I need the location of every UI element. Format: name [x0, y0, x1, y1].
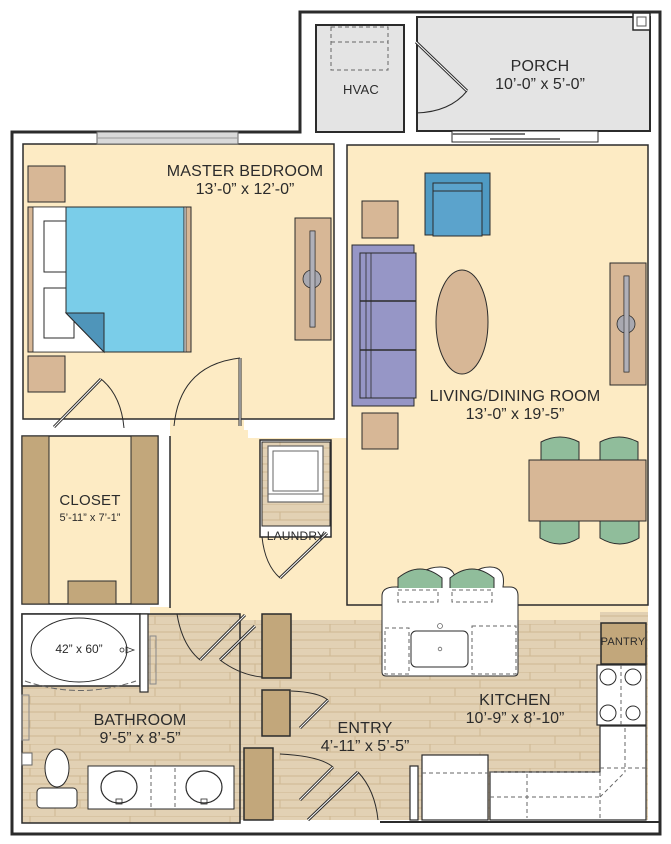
- label-master-bedroom: MASTER BEDROOM 13’-0” x 12’-0”: [150, 163, 340, 200]
- label-living-dining: LIVING/DINING ROOM 13’-0” x 19’-5”: [420, 388, 610, 425]
- hvac-room: [315, 24, 405, 133]
- room-name: ENTRY: [337, 720, 393, 737]
- label-bathroom: BATHROOM 9’-5” x 8’-5”: [85, 712, 195, 749]
- label-entry: ENTRY 4’-11” x 5’-5”: [310, 720, 420, 757]
- refrigerator-icon: [421, 754, 489, 821]
- room-name: CLOSET: [59, 492, 121, 509]
- bathtub-icon: [24, 617, 137, 691]
- room-dimensions: 5’-11” x 7’-1”: [59, 512, 121, 525]
- room-name: HVAC: [343, 82, 379, 97]
- room-name: PORCH: [510, 58, 570, 75]
- label-tub: 42” x 60”: [44, 642, 114, 657]
- label-hvac: HVAC: [326, 82, 396, 98]
- room-name: KITCHEN: [479, 692, 551, 709]
- room-dimensions: 13’-0” x 19’-5”: [465, 406, 565, 424]
- room-dimensions: 4’-11” x 5’-5”: [320, 738, 410, 756]
- label-kitchen: KITCHEN 10’-9” x 8’-10”: [445, 692, 585, 729]
- armchair-icon: [424, 172, 491, 237]
- porch: [414, 12, 651, 143]
- room-name: PANTRY: [600, 636, 646, 648]
- room-dimensions: 9’-5” x 8’-5”: [99, 730, 181, 748]
- label-closet: CLOSET 5’-11” x 7’-1”: [50, 492, 130, 525]
- bathroom: [21, 613, 263, 824]
- label-pantry: PANTRY: [598, 636, 648, 649]
- room-dimensions: 13’-0” x 12’-0”: [195, 181, 295, 199]
- vanity-icon: [87, 765, 235, 810]
- label-porch: PORCH 10’-0” x 5’-0”: [470, 58, 610, 95]
- kitchen-island-icon: [381, 566, 519, 677]
- laundry: [259, 439, 332, 580]
- room-name: BATHROOM: [93, 712, 187, 729]
- entry-closets: [243, 613, 379, 822]
- master-bedroom: [22, 131, 335, 420]
- stove-icon: [596, 664, 647, 726]
- room-name: LAUNDRY: [266, 529, 326, 543]
- washer-dryer-icon: [267, 445, 324, 503]
- room-dimensions: 10’-0” x 5’-0”: [495, 76, 585, 94]
- tv-console-icon: [609, 262, 647, 386]
- bed-icon: [27, 206, 192, 354]
- sofa-icon: [351, 244, 417, 407]
- room-name: MASTER BEDROOM: [166, 163, 324, 180]
- coffee-table-icon: [435, 269, 489, 375]
- tv-dresser-icon: [294, 217, 332, 341]
- label-laundry: LAUNDRY: [259, 529, 333, 544]
- hallway: [169, 357, 248, 610]
- closet: [21, 377, 159, 605]
- dining-table-icon: [528, 436, 647, 545]
- room-dimensions: 10’-9” x 8’-10”: [465, 710, 565, 728]
- toilet-icon: [36, 748, 78, 809]
- tub-dimensions: 42” x 60”: [55, 642, 103, 656]
- kitchen-counters: [409, 725, 647, 821]
- kitchen: [381, 566, 647, 821]
- room-name: LIVING/DINING ROOM: [429, 388, 601, 405]
